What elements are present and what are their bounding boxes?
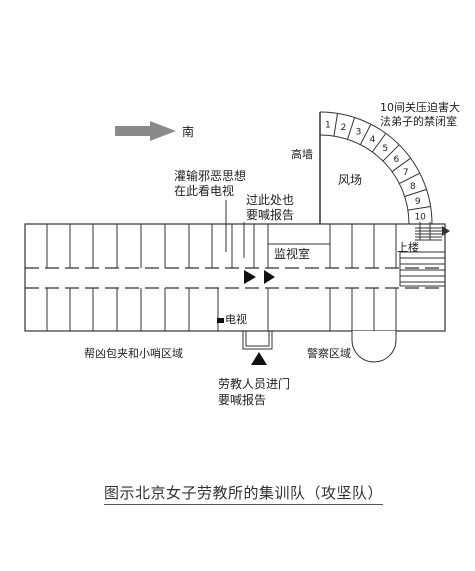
pass-note-line1: 过此处也 — [246, 193, 294, 207]
police-area-label: 警察区域 — [307, 346, 351, 360]
cell-number: 8 — [410, 182, 416, 192]
south-room-partitions — [46, 288, 397, 331]
cells-note-line2: 法弟子的禁闭室 — [380, 114, 457, 128]
cell-number: 10 — [414, 213, 426, 223]
tv-label: 电视 — [225, 312, 247, 326]
staircase — [399, 251, 446, 287]
cell-number: 9 — [415, 197, 421, 207]
south-arrow — [115, 121, 176, 141]
upstairs-label: 上楼 — [397, 240, 419, 254]
monitor-room-walls — [267, 243, 330, 268]
cell-divider — [407, 205, 431, 211]
cell-divider — [391, 157, 411, 173]
tv-marker — [217, 318, 224, 323]
cell-number: 1 — [325, 120, 331, 130]
cell-divider — [347, 117, 356, 140]
cell-divider — [371, 133, 387, 153]
pass-note-line2: 要喊报告 — [246, 207, 294, 222]
checkpoint-marker-2 — [264, 270, 275, 284]
north-room-partitions — [46, 224, 397, 268]
yard-label: 风场 — [338, 173, 362, 187]
monitor-room-label: 监视室 — [274, 246, 310, 261]
cell-number: 6 — [394, 155, 400, 165]
entrance-marker — [251, 352, 267, 365]
cell-number: 3 — [356, 128, 362, 138]
cell-divider — [333, 113, 339, 137]
tv-note-line2: 在此看电视 — [174, 183, 234, 198]
police-bay — [351, 331, 397, 363]
cell-divider — [359, 123, 372, 145]
cell-divider — [404, 188, 427, 197]
gate-note-line2: 要喊报告 — [218, 392, 266, 407]
gate-note-line1: 劳教人员进门 — [218, 376, 290, 391]
cell-dividers — [319, 112, 432, 225]
bang-area-label: 帮凶包夹和小哨区域 — [84, 347, 183, 360]
tv-note-line1: 灌输邪恶思想 — [174, 168, 246, 183]
upstairs-arrowhead — [442, 226, 450, 236]
cell-number: 7 — [403, 168, 409, 178]
figure-caption: 图示北京女子劳教所的集训队（攻坚队） — [104, 482, 384, 505]
cell-divider — [382, 144, 400, 162]
cell-divider — [399, 172, 421, 185]
detention-cells-arc — [319, 111, 433, 225]
cell-number: 5 — [382, 144, 388, 154]
cell-number: 4 — [370, 135, 376, 145]
entrance-vestibule — [242, 331, 273, 350]
south-label: 南 — [182, 124, 194, 139]
checkpoint-marker-1 — [244, 270, 256, 284]
cell-number: 2 — [341, 123, 347, 133]
cells-note-line1: 10间关压迫害大 — [380, 100, 460, 114]
upstairs-arrow — [415, 222, 442, 241]
high-wall-label: 高墙 — [291, 147, 313, 161]
